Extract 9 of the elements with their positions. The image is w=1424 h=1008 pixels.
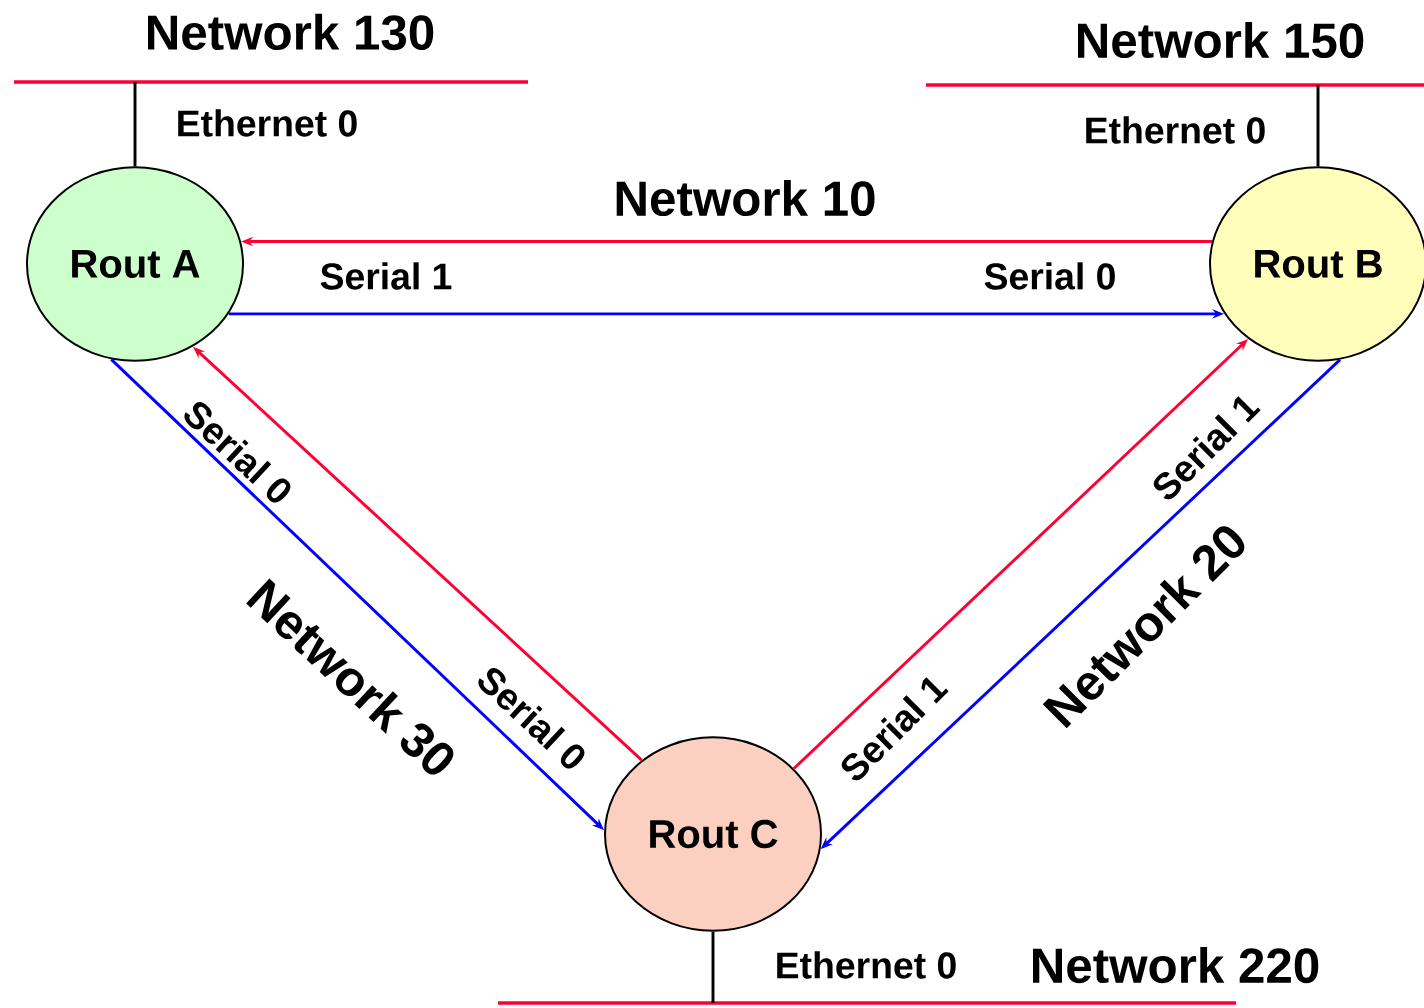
network-label: Network 10 bbox=[616, 179, 875, 217]
interface-label: Ethernet 0 bbox=[1086, 116, 1265, 144]
network-label: Network 220 bbox=[1033, 946, 1319, 984]
network-label: Network 150 bbox=[1078, 21, 1364, 59]
interface-label: Ethernet 0 bbox=[777, 951, 956, 979]
interface-label: Serial 1 bbox=[320, 262, 452, 290]
interface-label: Serial 0 bbox=[984, 262, 1115, 290]
interface-label: Ethernet 0 bbox=[178, 109, 357, 137]
network-label: Network 130 bbox=[148, 13, 434, 51]
